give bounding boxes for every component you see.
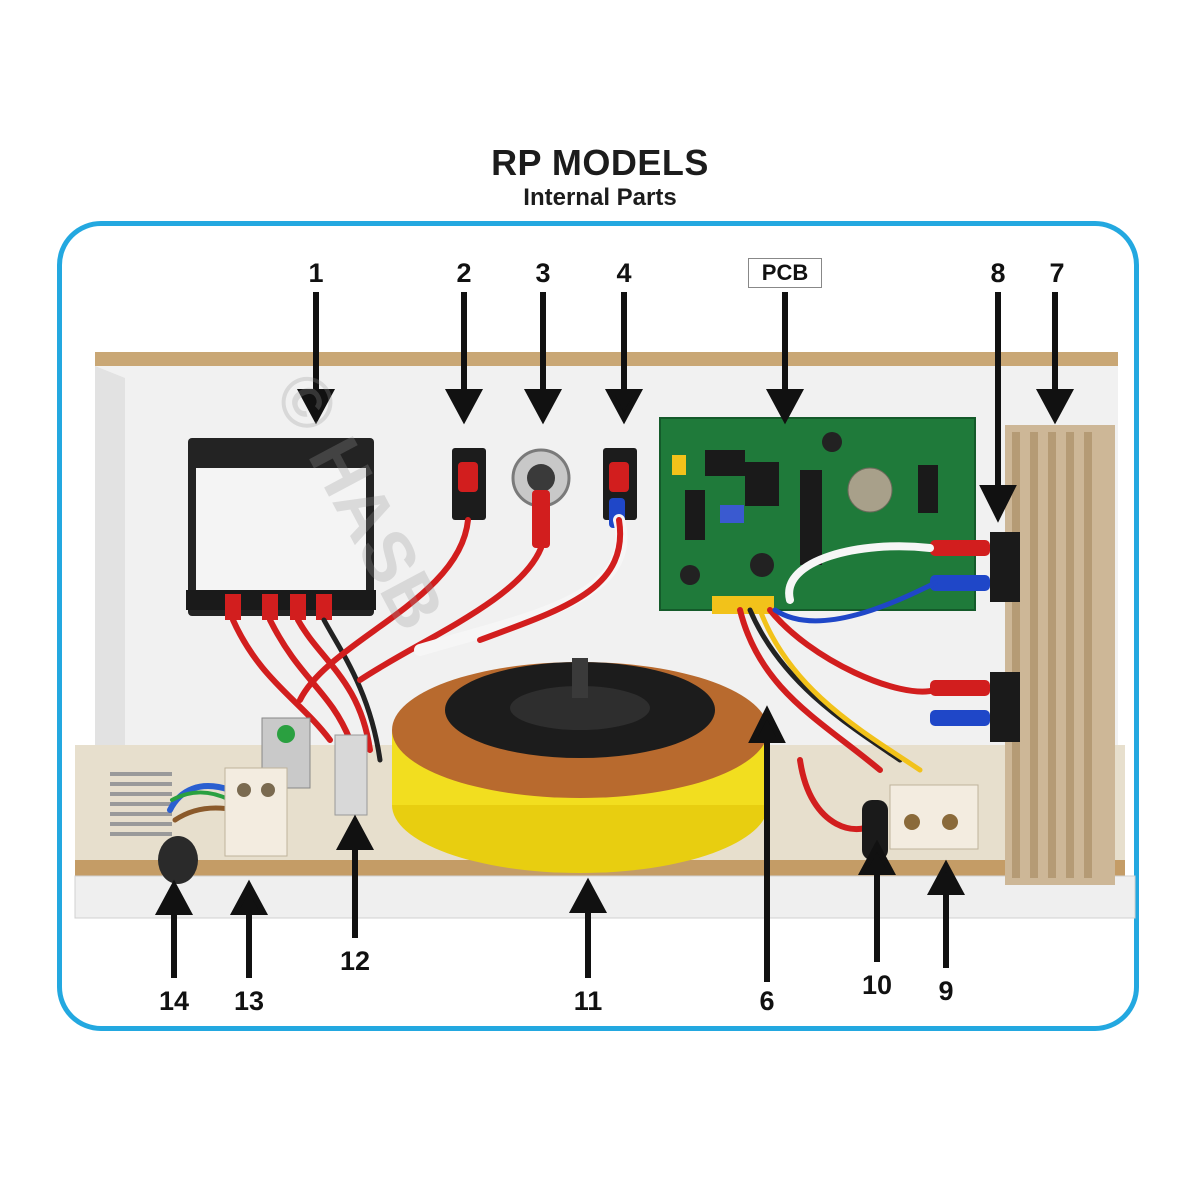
page-subtitle: Internal Parts [523, 184, 677, 211]
callout-7: 7 [1049, 258, 1065, 288]
callout-1: 1 [308, 258, 324, 288]
callout-14: 14 [158, 986, 190, 1016]
part-8-terminals [930, 532, 1020, 742]
callout-arrows [154, 292, 1075, 982]
part-11-toroid [392, 658, 768, 873]
pcb-board [659, 417, 976, 614]
part-1-box [186, 438, 376, 620]
callout-2: 2 [456, 258, 472, 288]
vent-slots [110, 772, 172, 836]
diagram-frame [57, 221, 1139, 1031]
callout-11: 11 [573, 986, 603, 1016]
callout-8: 8 [990, 258, 1006, 288]
part-3-fuseholder [511, 448, 571, 548]
page-title: RP MODELS [491, 142, 709, 183]
part-7-heatsink [1005, 425, 1115, 885]
callout-4: 4 [616, 258, 632, 288]
part-13-terminal-block [224, 767, 288, 857]
part-2-switch [452, 448, 486, 520]
left-panel [95, 366, 125, 745]
back-panel-edge [95, 352, 1118, 366]
callout-3: 3 [535, 258, 551, 288]
part-9-terminal-block [889, 784, 979, 850]
callout-6: 6 [759, 986, 775, 1016]
callout-10: 10 [861, 970, 893, 1000]
callout-13: 13 [233, 986, 265, 1016]
part-14-cable-gland [158, 836, 198, 884]
wiring [167, 514, 938, 833]
pcb-callout-label: PCB [748, 258, 822, 288]
callout-9: 9 [938, 976, 954, 1006]
part-10-ferrite [862, 800, 888, 860]
callout-12: 12 [339, 946, 371, 976]
